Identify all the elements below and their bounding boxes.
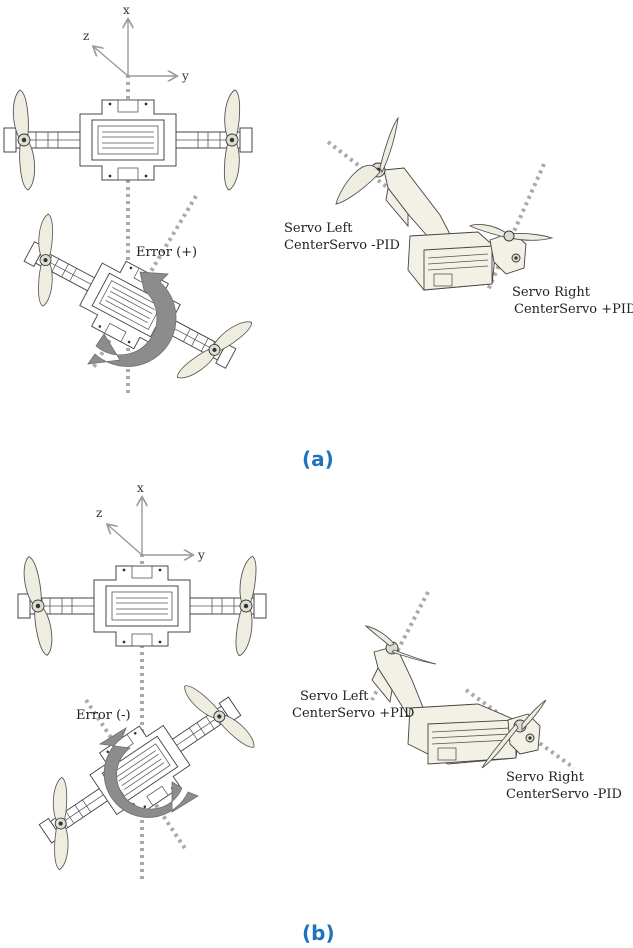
servo-left-label-line1: Servo Left	[284, 221, 353, 236]
panel-label-b: (b)	[302, 921, 335, 945]
axis-y-label: y	[197, 548, 205, 562]
servo-left-label-line1: Servo Left	[300, 689, 369, 704]
axes-b: x y z	[96, 481, 205, 562]
axis-z-label: z	[96, 506, 102, 520]
axis-x-label: x	[137, 481, 144, 495]
quadrotor-top-view	[4, 89, 252, 191]
servo-right-label-line2: CenterServo -PID	[506, 787, 622, 802]
axis-y-label: y	[181, 69, 189, 83]
servo-left-label-line2: CenterServo +PID	[292, 706, 414, 721]
axis-x-label: x	[123, 3, 130, 17]
error-label: Error (+)	[136, 245, 197, 260]
servo-right-label-line2: CenterServo +PID	[514, 302, 633, 317]
panel-label-a: (a)	[302, 447, 334, 471]
panel-b: x y z Error (-)	[4, 481, 622, 945]
panel-a: x y z Error (+)	[2, 3, 633, 471]
error-label: Error (-)	[76, 708, 131, 723]
tricopter-3d-view	[366, 626, 546, 768]
servo-right-label-line1: Servo Right	[506, 770, 585, 785]
quadrotor-rotated-view	[2, 207, 265, 406]
tricopter-3d-view	[336, 118, 552, 290]
quadrotor-top-view	[18, 555, 267, 657]
axis-z-label: z	[83, 29, 89, 43]
servo-right-label-line1: Servo Right	[512, 285, 591, 300]
servo-left-label-line2: CenterServo -PID	[284, 238, 400, 253]
quadrotor-rotated-view	[4, 667, 261, 883]
axes-a: x y z	[83, 3, 189, 83]
